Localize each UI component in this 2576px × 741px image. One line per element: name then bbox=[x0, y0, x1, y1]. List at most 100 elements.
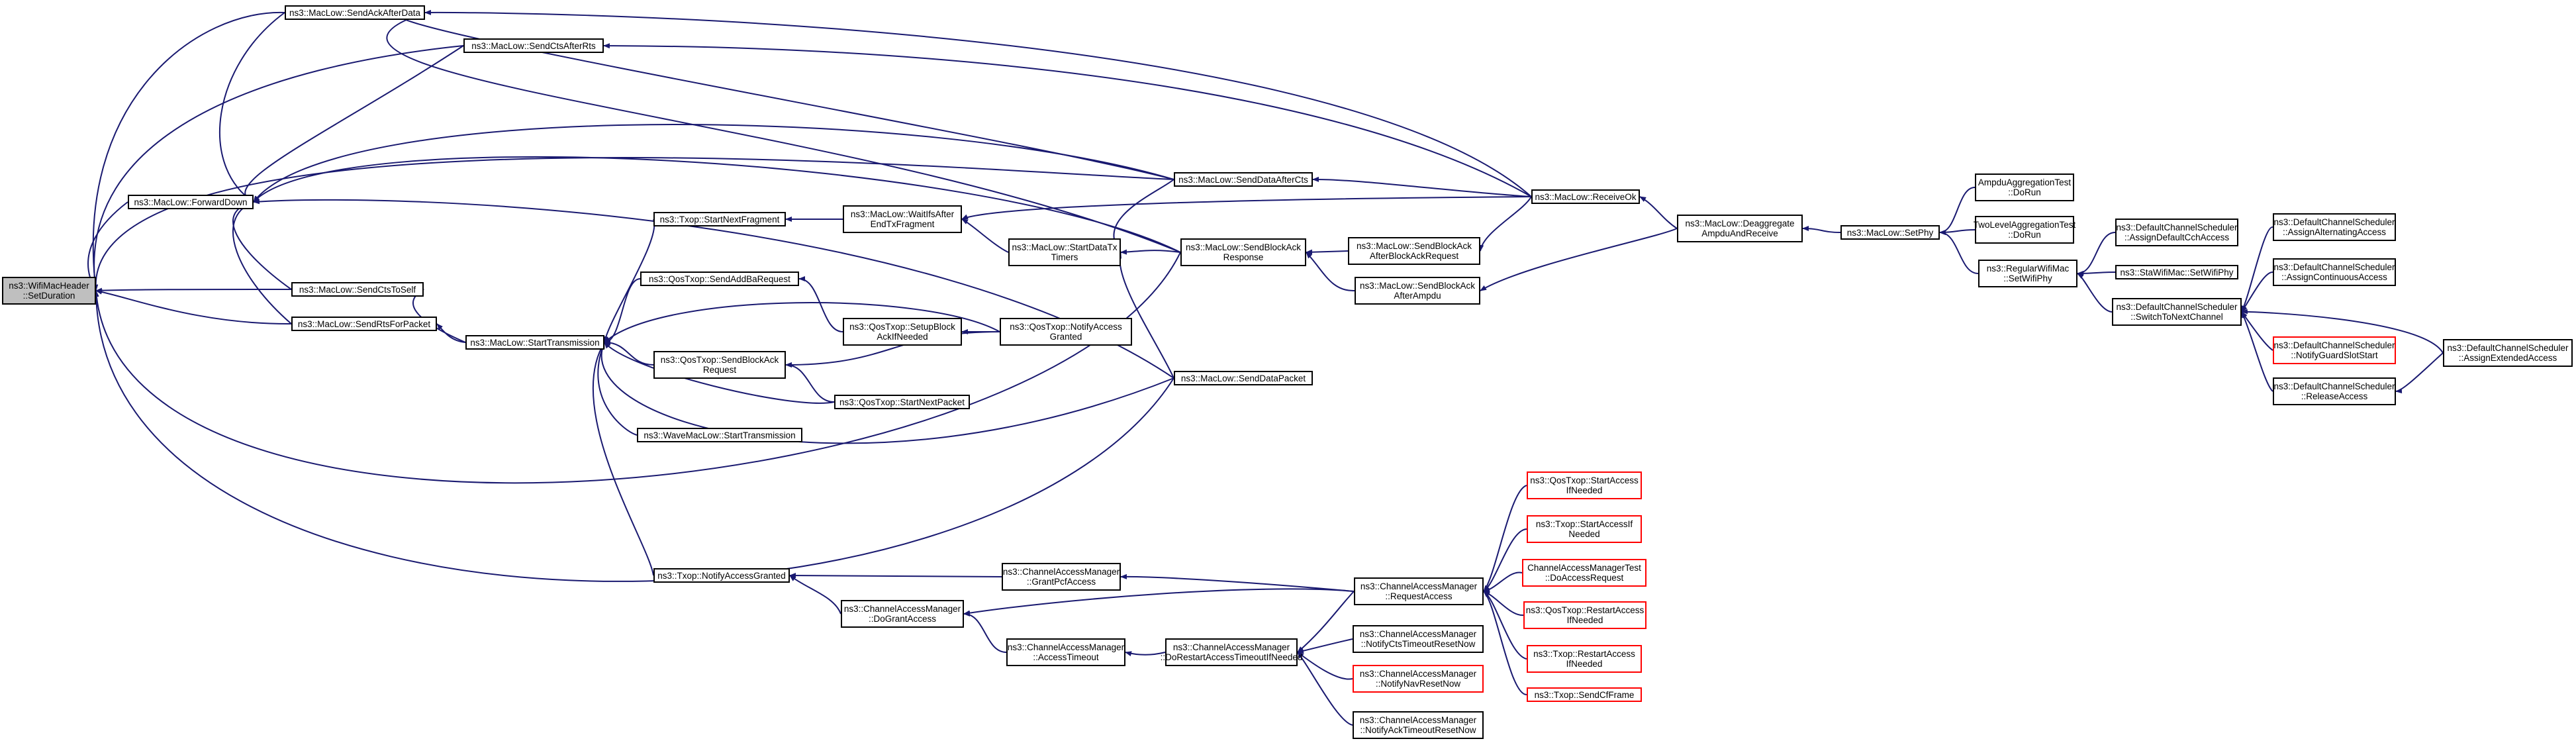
node-label: ns3::StaWifiMac::SetWifiPhy bbox=[2120, 267, 2234, 277]
node-label: ::RequestAccess bbox=[1385, 591, 1453, 601]
node-n19[interactable]: ns3::MacLow::SendDataPacket bbox=[1174, 371, 1313, 385]
node-label: ::NotifyCtsTimeoutResetNow bbox=[1360, 639, 1476, 649]
node-label: ns3::DefaultChannelScheduler bbox=[2116, 302, 2238, 312]
edge-n9-to-n6 bbox=[604, 340, 654, 366]
node-label: ns3::MacLow::SendDataAfterCts bbox=[1178, 174, 1308, 185]
node-n30[interactable]: ns3::DefaultChannelScheduler::SwitchToNe… bbox=[2112, 298, 2242, 326]
edge-n2-to-n3 bbox=[244, 45, 464, 203]
edge-n21-to-n18 bbox=[1306, 252, 1355, 292]
edge-n17-to-n1 bbox=[398, 9, 1174, 180]
call-edges bbox=[87, 9, 2444, 726]
edge-n20-to-n18 bbox=[1306, 249, 1349, 255]
edge-n33-to-n30 bbox=[2241, 311, 2273, 351]
node-label: ::AssignAlternatingAccess bbox=[2282, 227, 2387, 237]
node-n25[interactable]: AmpduAggregationTest::DoRun bbox=[1975, 173, 2074, 201]
node-n41[interactable]: ns3::ChannelAccessManager::NotifyCtsTime… bbox=[1353, 625, 1484, 653]
node-label: ns3::MacLow::ForwardDown bbox=[134, 197, 248, 207]
node-n11[interactable]: ns3::Txop::NotifyAccessGranted bbox=[653, 568, 790, 583]
node-label: AfterBlockAckRequest bbox=[1369, 251, 1459, 261]
node-n43[interactable]: ns3::ChannelAccessManager::NotifyAckTime… bbox=[1353, 711, 1484, 739]
edge-n23-to-n21 bbox=[1480, 228, 1678, 291]
edge-n15-to-n9 bbox=[785, 362, 835, 403]
node-label: ns3::MacLow::SendCtsToSelf bbox=[299, 284, 416, 295]
node-n28[interactable]: ns3::DefaultChannelScheduler::AssignDefa… bbox=[2115, 219, 2238, 246]
node-label: ns3::QosTxop::SendBlockAck bbox=[660, 355, 779, 365]
node-n22[interactable]: ns3::MacLow::ReceiveOk bbox=[1531, 189, 1640, 204]
node-n39[interactable]: ns3::ChannelAccessManager::DoRestartAcce… bbox=[1161, 638, 1302, 666]
node-label: IfNeeded bbox=[1566, 485, 1603, 495]
edge-n14-to-n6 bbox=[604, 302, 1000, 343]
node-n40[interactable]: ns3::ChannelAccessManager::RequestAccess bbox=[1354, 577, 1484, 605]
node-n35[interactable]: ns3::DefaultChannelScheduler::AssignExte… bbox=[2443, 339, 2573, 367]
node-n36[interactable]: ns3::ChannelAccessManager::GrantPcfAcces… bbox=[1002, 563, 1121, 591]
edge-n22-to-n12 bbox=[961, 196, 1532, 220]
edge-n24-to-n23 bbox=[1802, 226, 1841, 233]
node-label: ::AccessTimeout bbox=[1033, 652, 1099, 662]
node-label: ns3::DefaultChannelScheduler bbox=[2447, 343, 2569, 353]
node-n24[interactable]: ns3::MacLow::SetPhy bbox=[1840, 225, 1940, 240]
node-n34[interactable]: ns3::DefaultChannelScheduler::ReleaseAcc… bbox=[2273, 377, 2396, 405]
node-n27[interactable]: ns3::RegularWifiMac::SetWifiPhy bbox=[1978, 260, 2077, 287]
node-n49[interactable]: ns3::Txop::SendCfFrame bbox=[1527, 687, 1642, 702]
node-n29[interactable]: ns3::StaWifiMac::SetWifiPhy bbox=[2115, 265, 2238, 279]
node-label: ns3::QosTxop::SetupBlock bbox=[849, 322, 955, 332]
node-label: ns3::DefaultChannelScheduler bbox=[2273, 262, 2395, 272]
edge-n11-to-n6 bbox=[592, 342, 654, 576]
edge-n1-to-n0 bbox=[92, 11, 285, 291]
node-n32[interactable]: ns3::DefaultChannelScheduler::AssignCont… bbox=[2273, 258, 2396, 286]
node-n4[interactable]: ns3::MacLow::SendCtsToSelf bbox=[291, 282, 424, 297]
node-n38[interactable]: ns3::ChannelAccessManager::AccessTimeout bbox=[1006, 638, 1125, 666]
node-label: IfNeeded bbox=[1566, 615, 1603, 625]
node-label: AckIfNeeded bbox=[877, 332, 928, 342]
edge-n16-to-n12 bbox=[961, 219, 1009, 253]
node-label: AfterAmpdu bbox=[1394, 291, 1441, 301]
node-n8[interactable]: ns3::QosTxop::SendAddBaRequest bbox=[640, 272, 799, 286]
edge-n18-to-n16 bbox=[1120, 249, 1181, 255]
node-n10[interactable]: ns3::WaveMacLow::StartTransmission bbox=[637, 428, 802, 442]
edge-n19-to-n0 bbox=[93, 290, 1174, 582]
edge-n40-to-n39 bbox=[1297, 591, 1355, 653]
node-n5[interactable]: ns3::MacLow::SendRtsForPacket bbox=[291, 317, 437, 331]
node-n37[interactable]: ns3::ChannelAccessManager::DoGrantAccess bbox=[841, 600, 964, 628]
node-n26[interactable]: TwoLevelAggregationTest::DoRun bbox=[1973, 216, 2076, 244]
node-label: ::AssignExtendedAccess bbox=[2458, 353, 2557, 363]
node-n7[interactable]: ns3::Txop::StartNextFragment bbox=[653, 212, 786, 226]
node-n31[interactable]: ns3::DefaultChannelScheduler::AssignAlte… bbox=[2273, 213, 2396, 241]
node-label: Granted bbox=[1049, 332, 1082, 342]
node-label: TwoLevelAggregationTest bbox=[1973, 220, 2076, 230]
node-n6[interactable]: ns3::MacLow::StartTransmission bbox=[465, 335, 604, 350]
node-label: ns3::QosTxop::StartNextPacket bbox=[839, 397, 965, 407]
edge-n44-to-n40 bbox=[1483, 485, 1527, 592]
edge-n5-to-n0 bbox=[95, 289, 292, 325]
node-label: ns3::MacLow::SendBlockAck bbox=[1185, 242, 1302, 252]
node-n46[interactable]: ChannelAccessManagerTest::DoAccessReques… bbox=[1522, 559, 1646, 587]
edge-n32-to-n30 bbox=[2241, 271, 2273, 313]
node-n3[interactable]: ns3::MacLow::ForwardDown bbox=[128, 195, 254, 209]
node-label: ns3::Txop::RestartAccess bbox=[1533, 649, 1635, 659]
node-n1[interactable]: ns3::MacLow::SendAckAfterData bbox=[285, 5, 425, 20]
node-n15[interactable]: ns3::QosTxop::StartNextPacket bbox=[834, 395, 970, 409]
edge-n18-to-n1 bbox=[386, 12, 1181, 253]
node-n2[interactable]: ns3::MacLow::SendCtsAfterRts bbox=[463, 38, 604, 53]
node-n42[interactable]: ns3::ChannelAccessManager::NotifyNavRese… bbox=[1353, 665, 1484, 693]
node-label: ns3::MacLow::StartDataTx bbox=[1012, 242, 1118, 252]
edge-n43-to-n39 bbox=[1297, 652, 1353, 726]
edge-n34-to-n30 bbox=[2241, 311, 2273, 392]
node-label: ns3::MacLow::SendBlockAck bbox=[1356, 241, 1472, 251]
node-label: ns3::MacLow::StartTransmission bbox=[470, 337, 600, 348]
node-n17[interactable]: ns3::MacLow::SendDataAfterCts bbox=[1174, 172, 1313, 187]
node-n33[interactable]: ns3::DefaultChannelScheduler::NotifyGuar… bbox=[2273, 336, 2396, 364]
